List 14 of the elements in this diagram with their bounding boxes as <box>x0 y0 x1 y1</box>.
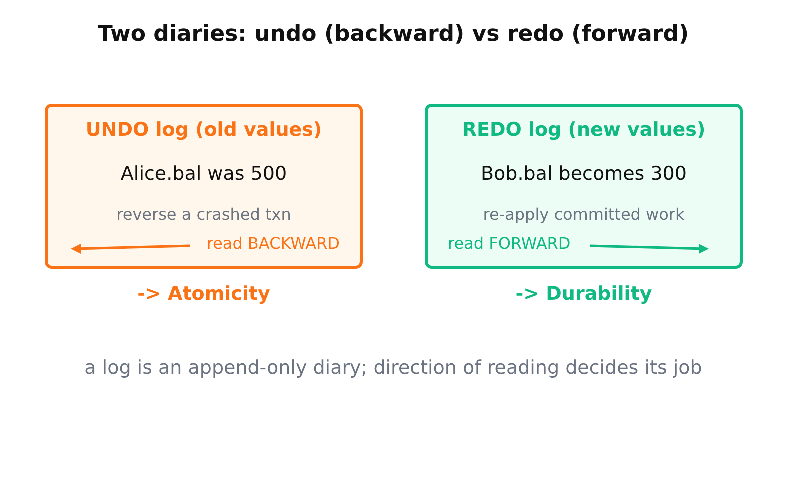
log-box <box>45 104 363 269</box>
diagram-title: Two diaries: undo (backward) vs redo (forward) <box>96 22 690 47</box>
box-text: Alice.bal was 500 <box>120 163 288 185</box>
direction-text: read FORWARD <box>448 234 571 253</box>
log-box <box>425 104 743 269</box>
box-note: re-apply committed work <box>482 205 686 224</box>
outcome-label: -> Durability <box>514 283 654 305</box>
box-heading: UNDO log (old values) <box>84 119 324 141</box>
outcome-label: -> Atomicity <box>136 283 272 305</box>
box-note: reverse a crashed txn <box>116 205 292 224</box>
footnote-text: a log is an append-only diary; direction of reading decides its job <box>84 357 704 379</box>
box-text: Bob.bal becomes 300 <box>480 163 688 185</box>
direction-text: read BACKWARD <box>206 234 340 253</box>
box-heading: REDO log (new values) <box>461 119 707 141</box>
